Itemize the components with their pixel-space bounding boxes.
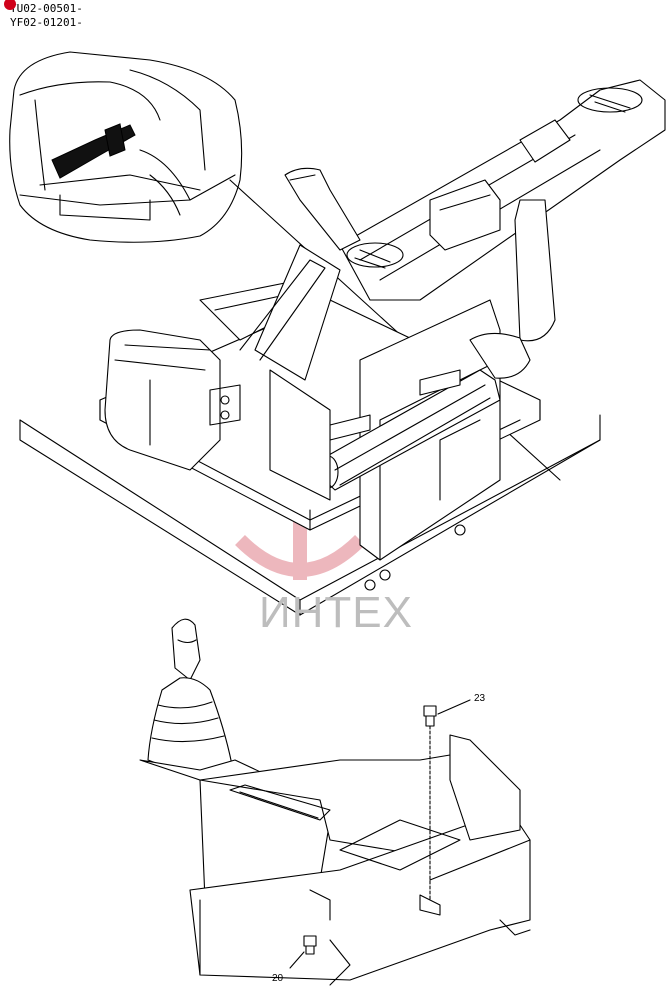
serial-range-block: YU02-00501- YF02-01201-: [4, 0, 83, 30]
bolt-20: [289, 935, 317, 969]
control-lever: [147, 618, 233, 781]
red-dot-marker: [4, 0, 16, 10]
support-arch: [209, 79, 666, 501]
serial-range-1: YU02-00501-: [10, 2, 83, 15]
lower-console: [139, 734, 531, 986]
floor-plate: [19, 414, 601, 616]
machine-inset-view: [9, 51, 561, 481]
serial-range-2: YF02-01201-: [10, 16, 83, 29]
callout-23-label: 23: [474, 693, 486, 704]
bolt-23: [423, 699, 471, 901]
frame-bolts: [364, 524, 466, 591]
callout-20-label: 20: [272, 973, 284, 984]
watermark-text: ИНТЕХ: [259, 588, 413, 637]
